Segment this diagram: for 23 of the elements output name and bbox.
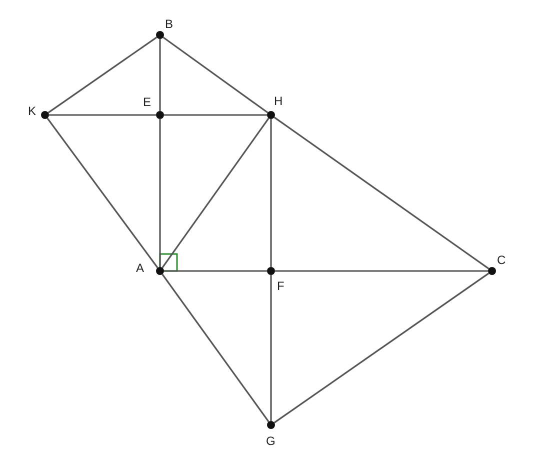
line-segment (274, 272, 490, 424)
point-label: H (274, 94, 283, 108)
point-label: E (143, 95, 152, 109)
line-segment (164, 270, 267, 272)
point-label: B (165, 17, 174, 31)
line-segment (270, 275, 272, 421)
point-label: C (497, 253, 506, 267)
line-segment (159, 39, 161, 111)
line-segment (162, 274, 270, 422)
line-segment (159, 119, 161, 267)
line-segment (46, 118, 158, 268)
line-segment (270, 119, 272, 267)
line-segment (49, 114, 156, 116)
point-label: F (277, 279, 284, 293)
point-label: G (266, 434, 276, 448)
line-segment (48, 36, 158, 114)
point-label: A (136, 261, 144, 275)
line-segment (164, 114, 267, 116)
line-segment (274, 116, 490, 270)
point-label: K (28, 104, 36, 118)
line-segment (162, 118, 270, 268)
line-segment (275, 270, 488, 272)
line-segment (162, 36, 268, 114)
